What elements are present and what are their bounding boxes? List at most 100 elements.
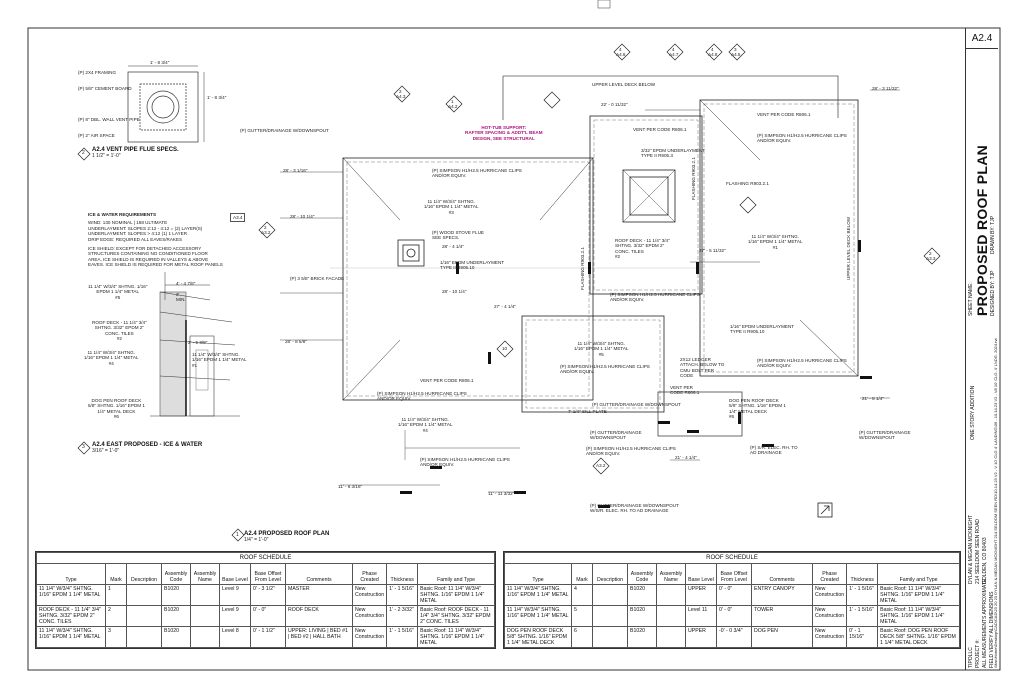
marker-label: A3.3 [926,256,936,261]
cell [592,605,628,627]
cell [190,605,220,627]
measurement-note: ALL MEASUREMENTS APPROXIMATE [982,578,988,668]
cell: UPPER [685,584,717,606]
plan-note: (P) SIMPSON H1/H2.5 HURRICANE CLIPS AND/… [560,364,650,375]
view-scale-roof: 1/4" = 1'-0" [244,537,269,543]
marker-label: 2 [929,251,932,256]
cell: Basic Roof: 11 1/4" W/3/4" SHTNG. 1/16" … [417,584,495,606]
col-header: Phase Created [351,563,388,585]
sheet-number: A2.4 [966,30,998,49]
col-header: Assembly Name [190,563,220,585]
cell: 1' - 1 5/16" [386,584,419,606]
plan-note: (P) SIMPSON H1/H2.5 HURRICANE CLIPS AND/… [610,292,700,303]
plan-dim: 27' - 5 11/32" [699,248,726,253]
table-row: 11 1/4" W/3/4" SHTNG. 1/16" EPDM 1 1/4" … [36,626,495,648]
plan-note: ROOF DECK - 11 1/4" 3/4" SHTNG. 3/32" EP… [615,238,670,260]
cell: DOG PEN [751,626,813,648]
table-row: ROOF DECK - 11 1/4" 3/4" SHTNG. 3/32" EP… [36,605,495,627]
plan-note: (P) WOOD STOVE FLUE SEE SPECS. [432,230,484,241]
plan-note: (P) SIMPSON H1/H2.5 HURRICANE CLIPS AND/… [757,133,847,144]
schedule-caption: ROOF SCHEDULE [504,552,960,564]
col-header: Base Offset From Level [250,563,286,585]
cell: 0' - 0" [716,584,752,606]
plan-note: UPPER LEVEL DECK BELOW [592,82,656,87]
cell: B1020 [627,626,657,648]
plan-note: 7' 1/4" SILL PLATE [568,409,607,414]
cell: 3 [105,626,127,648]
plan-note: (P) GUTTER/DRAINAGE W/DOWNSPOUT [240,128,329,133]
cell: 1' - 1 5/16" [846,584,879,606]
cell [126,584,162,606]
cell: New Construction [811,605,848,627]
vent-pipe-detail [127,65,205,143]
cell: Level 9 [219,584,251,606]
ice-note-1: 11 1/4" W/3/4" SHTNG. 1/16" EPDM 1 1/4" … [192,352,247,368]
col-header: Description [592,563,628,585]
roof-schedule-right: ROOF SCHEDULE Type Mark Description Asse… [503,551,961,649]
ice-req-line: STRUCTURES CONTAINING NO CONDITIONED FLO… [88,251,208,257]
cell: 2 [105,605,127,627]
plan-note: 11 1/4" W/3/4" SHTNG. 1/16" EPDM 1 1/4" … [574,341,629,357]
view-title-roof: A2.4 PROPOSED ROOF PLAN [244,531,330,537]
col-header: Comments [285,563,353,585]
cell: New Construction [811,584,848,606]
col-header: Thickness [386,563,419,585]
cell: New Construction [811,626,848,648]
ice-dim: 4' - 4 7/8" [176,281,196,286]
col-header: Comments [751,563,813,585]
marker-label: 10 [502,346,508,351]
plan-note: 2X12 LEDGER ATTACH. BELOW TO CMU BOLT PE… [680,357,725,379]
cell: ENTRY CANOPY [751,584,813,606]
plan-note: (P) 3 5/8" BRICK FACADE [290,276,345,281]
col-header: Assembly Name [656,563,686,585]
cell: 6 [571,626,593,648]
view-num-roof: 1 [236,532,239,538]
marker-label: 4 [619,47,622,52]
plan-dim: 28' - 3 1/16" [283,168,308,173]
plan-dim: 27' - 4 1/4" [494,304,516,309]
ice-note-5: 11 1/4" W/3/4" SHTNG. 1/16" EPDM 1 1/4" … [88,284,148,300]
cell: 0' - 3 1/2" [250,584,286,606]
plan-dim: 28' - 10 1/4" [442,289,467,294]
cell: B1020 [627,605,657,627]
cell: Basic Roof: 11 1/4" W/3/4" SHTNG. 1/16" … [417,626,495,648]
plan-note: (P) GUTTER/DRAINAGE W/DOWNSPOUT [592,402,681,407]
marker-label: A4.8 [708,52,718,57]
sheet-title: PROPOSED ROOF PLAN [974,144,990,316]
table-row: DOG PEN ROOF DECK 5/8" SHTNG. 1/16" EPDM… [504,626,960,648]
cell: UPPER: LIVING | BED #1 | BED #2 | HALL B… [285,626,353,648]
cell: Basic Roof: ROOF DECK - 11 1/4" 3/4" SHT… [417,605,495,627]
cell: ROOF DECK - 11 1/4" 3/4" SHTNG. 3/32" EP… [36,605,106,627]
vent-note-framing: (P) 2X4 FRAMING [78,70,117,75]
vent-note-air: (P) 2" AIR SPACE [78,133,115,138]
gutter-marks [400,240,872,508]
plan-note: (P) GUTTER/DRAINAGE W/DOWNSPOUT [590,430,642,441]
cell [656,605,686,627]
vent-dim-top: 1' - 8 3/4" [150,60,170,65]
cell: 5 [571,605,593,627]
cell: 1 [105,584,127,606]
plan-dim: 28' - 4 1/4" [442,244,464,249]
ice-req-line: AREA, ICE SHIELD IS REQUIRED IN VALLEYS … [88,256,209,262]
marker-label: A3.2 [261,230,271,235]
roof-plan [280,75,900,493]
plan-dim: 11' - 11 3/32" [488,491,515,496]
drawn-by: DRAWN BY: TJP [990,215,996,254]
cell: 11 1/4" W/3/4" SHTNG. 1/16" EPDM 1 1/4" … [504,584,572,606]
plan-note: (P) SIMPSON H1/H2.5 HURRICANE CLIPS AND/… [420,457,510,468]
cell [190,584,220,606]
view-num-ice: 3 [82,444,85,450]
plan-note: (P) GUTTER/DRAINAGE W/DOWNSPOUT [859,430,911,441]
plan-note-hot-tub: HOT-TUB SUPPORT: RAFTER SPACING & ADDT'L… [465,125,543,141]
plan-note: VENT PER CODE R806.1 [670,385,700,396]
ice-req-heading: ICE & WATER REQUIREMENTS [88,212,157,217]
col-header: Type [504,563,572,585]
marker-label: 2 [399,89,402,94]
plan-note: (P) S/R. ELEC. RH. TO AD DRAINAGE [750,445,798,456]
cell: Basic Roof: 11 1/4" W/3/4" SHTNG. 1/16" … [877,584,960,606]
plan-note: VENT PER CODE R806.1 [420,378,474,383]
cell [126,626,162,648]
view-scale-vent: 1 1/2" = 1'-0" [92,153,121,159]
cell [126,605,162,627]
